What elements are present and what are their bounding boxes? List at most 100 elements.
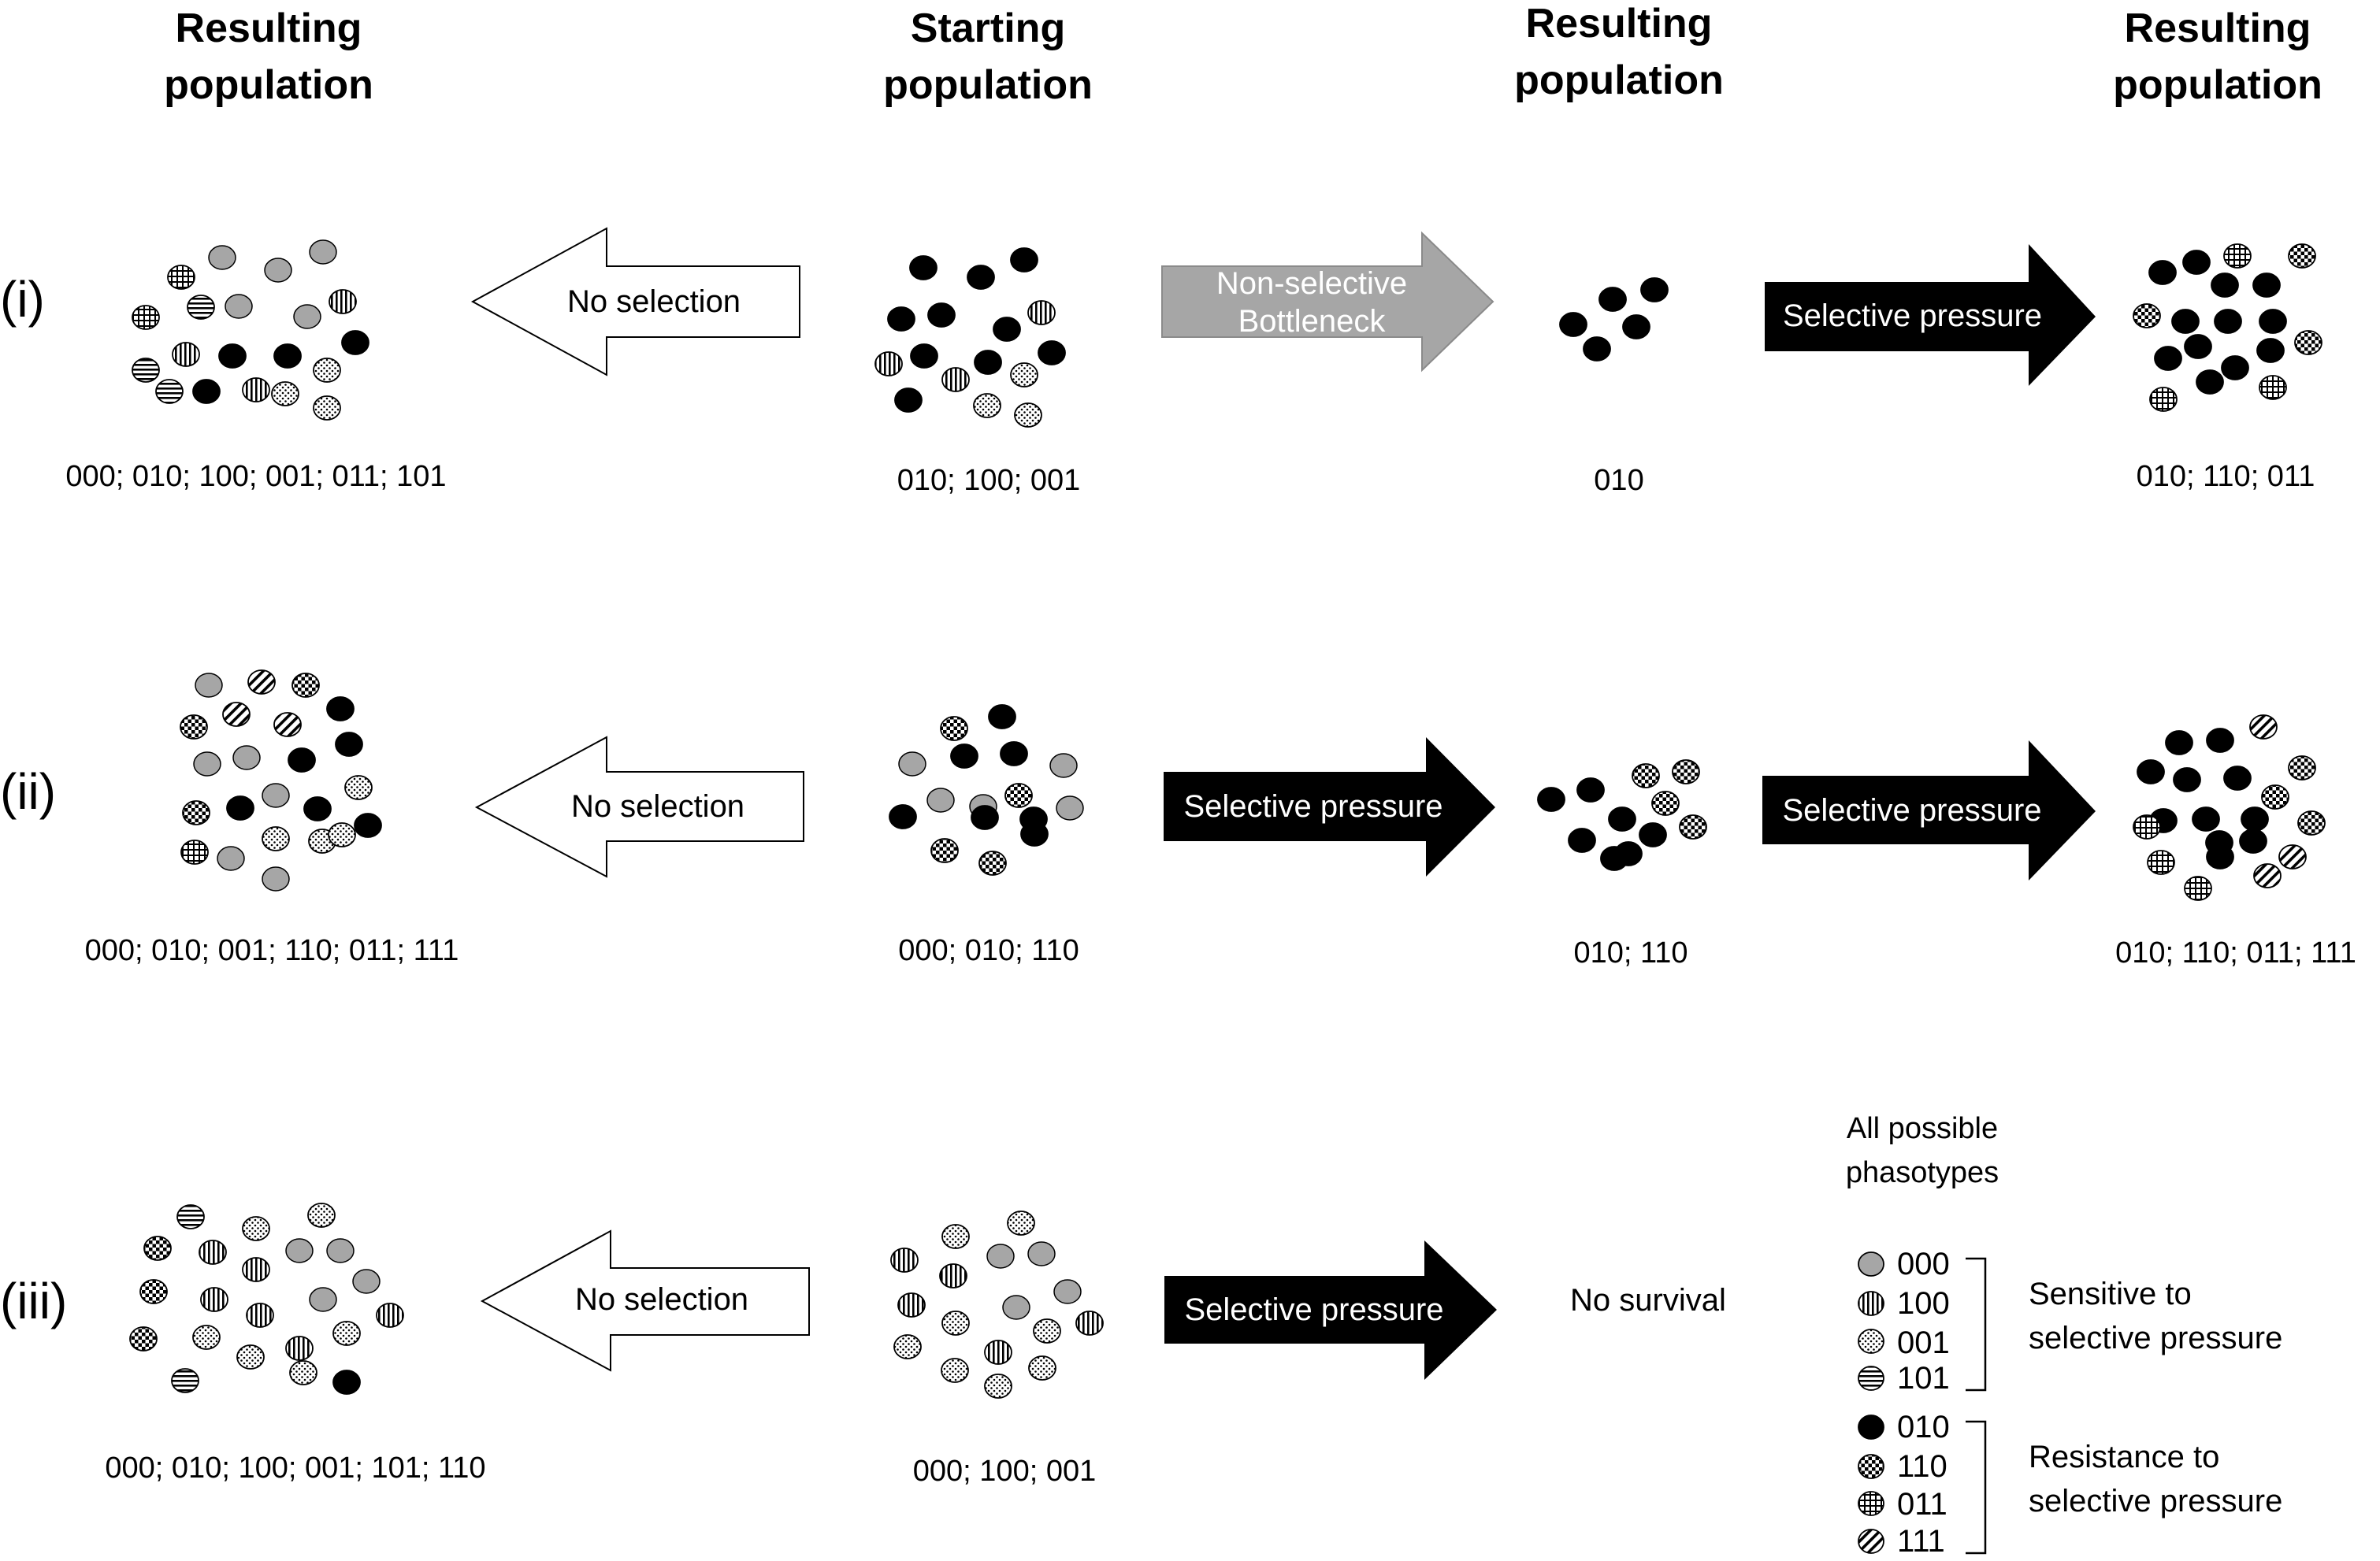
no-selection-label-iii: No selection [574,1282,749,1317]
phasotype-checker-cell [143,1236,172,1261]
selective-label-i-right: Selective pressure [1782,298,2043,333]
phasotype-checker-cell [1632,763,1660,788]
no-selection-arrow-ii [474,736,804,878]
phasotype-black-cell [2171,309,2200,334]
phasotype-black-cell [1010,247,1038,273]
phasotype-vstripe-cell [376,1303,404,1328]
phasotype-gray-cell [926,788,955,813]
phasotype-dots-cell [289,1360,317,1385]
header-col3: Resulting population [1454,0,1784,109]
phasotype-black-cell [2184,334,2212,359]
phasotype-gray-cell [986,1244,1015,1269]
selective-arrow-i-right [1765,244,2096,386]
phasotype-black-cell [988,704,1016,729]
phasotype-populations [129,239,2326,1399]
phasotype-black-cell [2148,260,2177,285]
phasotype-gray-cell [1002,1295,1030,1320]
phasotype-checker-cell [978,851,1007,876]
header-col1-line2: population [164,62,373,108]
phasotype-black-cell [2256,338,2285,363]
codes-i-col4: 010; 110; 011 [2136,460,2315,493]
phasotype-black-cell [889,804,917,829]
legend-brackets [1966,1257,1987,1555]
phasotype-dots-cell [242,1216,270,1241]
legend-marker-110 [1858,1454,1884,1479]
population-ii-col4 [2133,714,2326,901]
phasotype-dots-cell [262,826,290,851]
phasotype-dots-cell [271,381,299,406]
bottleneck-label-line2: Bottleneck [1238,304,1386,339]
phasotype-black-cell [950,743,978,769]
phasotype-black-cell [288,747,316,773]
legend-code-100: 100 [1897,1286,1950,1321]
phasotype-checker-cell [940,716,968,741]
phasotype-black-cell [2259,309,2287,334]
phasotype-gray-cell [285,1238,314,1263]
phasotype-black-cell [332,1370,361,1395]
phasotype-black-cell [927,302,956,328]
phasotype-checker-cell [180,714,208,740]
legend-code-101: 101 [1897,1361,1950,1396]
selective-arrow-iii-mid [1164,1240,1497,1380]
phasotype-dots-cell [344,775,373,800]
phasotype-black-cell [1559,312,1587,337]
no-selection-arrow-iii [480,1229,810,1372]
row-label-iii: (iii) [0,1273,68,1329]
phasotype-vstripe-cell [246,1303,274,1328]
phasotype-black-cell [967,265,995,290]
population-iii-col1 [129,1203,404,1395]
legend-marker-011 [1858,1491,1884,1516]
no-selection-label-i: No selection [566,284,741,319]
legend-title-line2: phasotypes [1845,1156,1999,1189]
phasotype-dots-cell [328,822,356,847]
legend-marker-100 [1858,1291,1884,1316]
phasotype-black-cell [1583,336,1611,362]
no-selection-label-ii: No selection [570,789,745,824]
phasotype-dots-cell [1014,402,1042,428]
bottleneck-arrow-i [1161,231,1494,373]
phasotype-dots-cell [307,1203,336,1228]
legend-marker-001 [1858,1329,1884,1354]
phasotype-dots-cell [1028,1355,1056,1381]
population-ii-col1 [180,669,382,892]
legend-group-sensitive-line1: Sensitive to [2029,1277,2192,1311]
legend-group-sensitive-line2: selective pressure [2029,1321,2283,1355]
phasotype-gray-cell [193,751,221,777]
phasotype-black-cell [971,805,999,830]
legend-group-sensitive: Sensitive to selective pressure [2029,1272,2282,1360]
phasotype-checker-cell [1672,759,1700,784]
phasotype-grid-cell [2149,387,2178,412]
selective-arrow-ii-right [1762,740,2096,881]
phasotype-hstripe-cell [155,379,184,404]
resistant-bracket [1966,1420,1987,1555]
phasotype-checker-cell [2297,810,2326,836]
phasotype-gray-cell [1053,1279,1082,1304]
phasotype-checker-cell [1651,791,1680,816]
legend-code-110: 110 [1897,1449,1947,1484]
selective-label-iii-mid: Selective pressure [1184,1292,1444,1327]
header-col2-line1: Starting [910,6,1066,51]
population-iii-col2 [890,1211,1104,1399]
phasotype-black-cell [341,330,369,355]
phasotype-black-cell [1020,821,1049,847]
phasotype-black-cell [2211,273,2239,298]
header-col4-line2: population [2113,62,2322,108]
phasotype-black-cell [218,343,247,369]
phasotype-checker-cell [2261,784,2289,810]
phasotype-vstripe-cell [941,367,970,392]
legend-marker-111 [1858,1529,1884,1554]
codes-ii-col2: 000; 010; 110 [898,934,1079,967]
header-col3-line2: population [1514,57,1724,103]
phasotype-checker-cell [1004,783,1033,808]
phasotype-grid-cell [2133,814,2161,840]
phasotype-black-cell [1568,828,1596,853]
phasotype-grid-cell [2223,243,2252,269]
phasotype-gray-cell [217,846,245,871]
row-label-i: (i) [0,271,45,328]
phasotype-gray-cell [225,294,253,319]
phasotype-vstripe-cell [939,1263,967,1288]
phasotype-black-cell [2137,759,2165,784]
phasotype-dots-cell [893,1334,922,1359]
phasotype-black-cell [909,255,938,280]
phasotype-checker-cell [930,838,959,863]
